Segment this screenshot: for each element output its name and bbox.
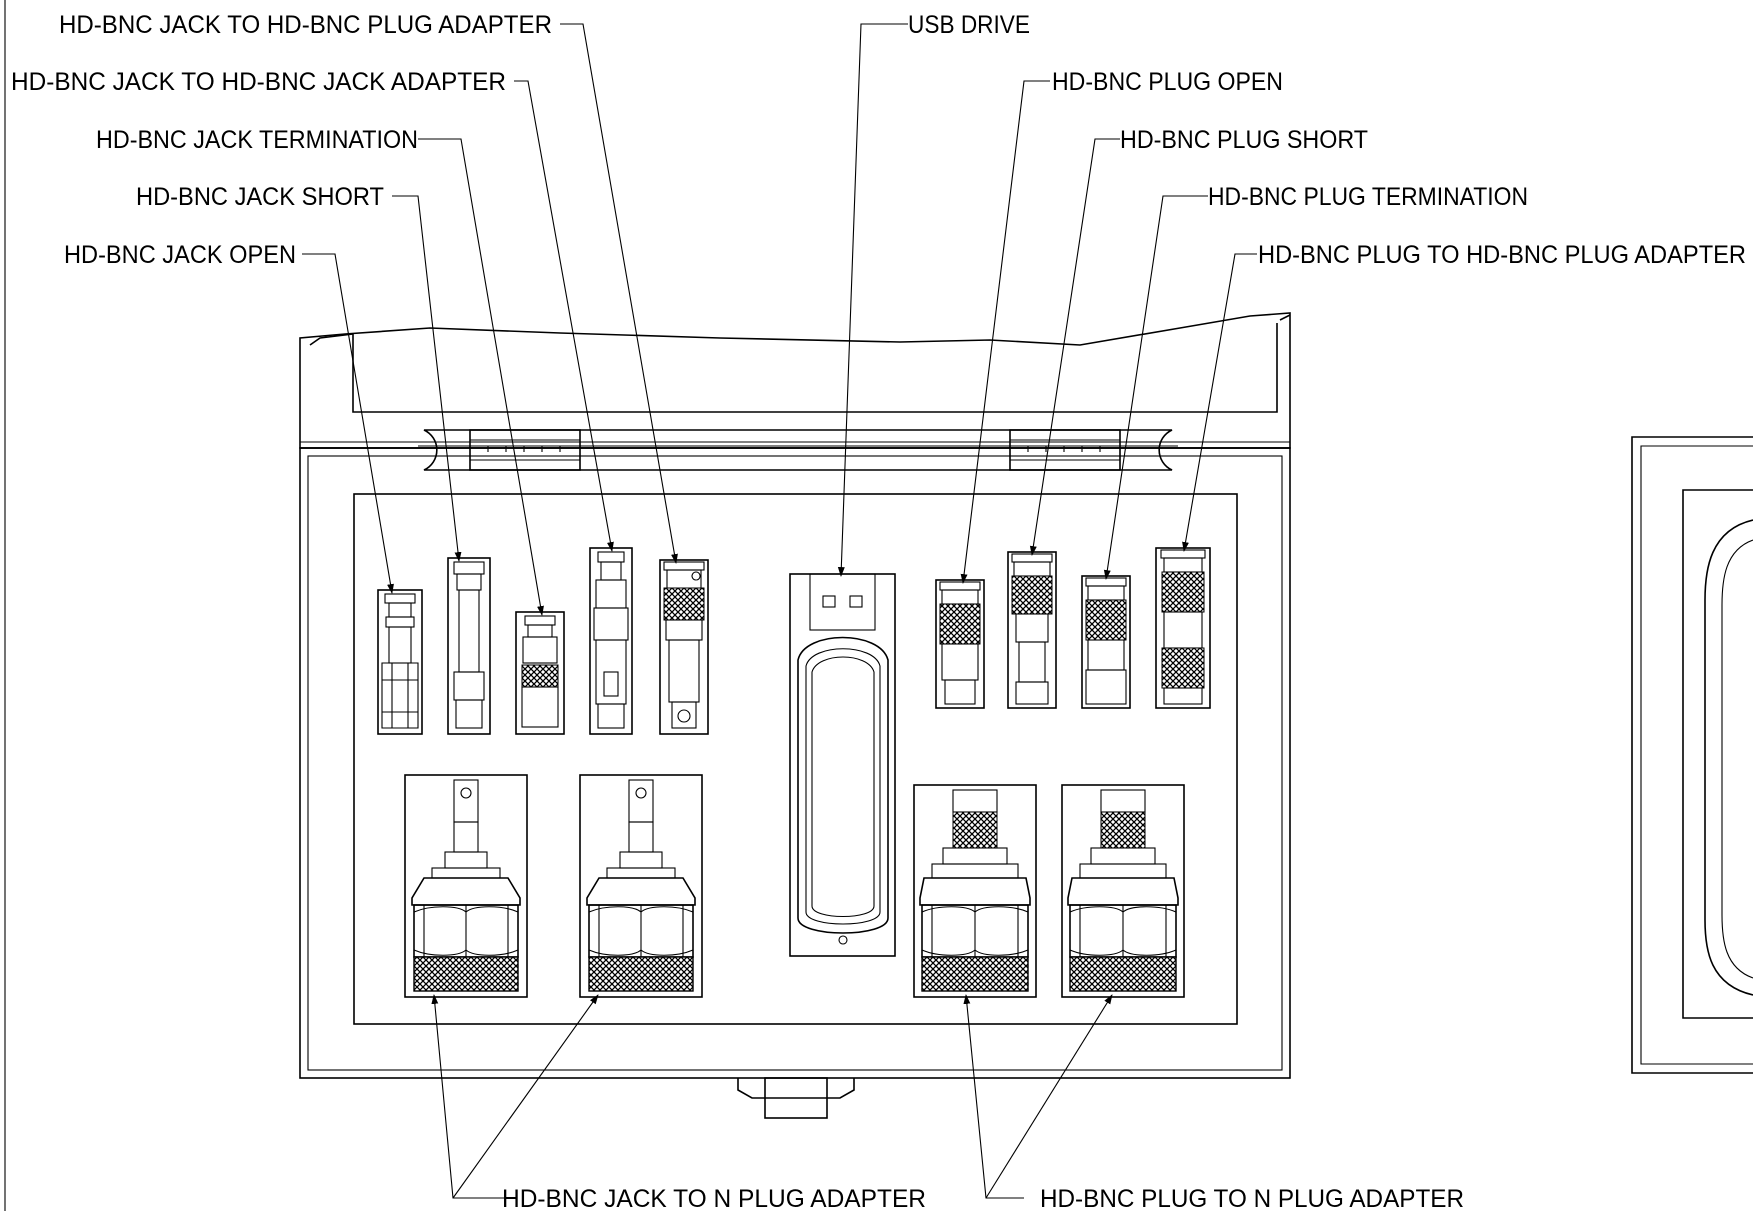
label-jack-short: HD-BNC JACK SHORT [136,183,384,211]
callout-labels: HD-BNC JACK TO HD-BNC PLUG ADAPTER HD-BN… [11,11,1746,1211]
plug-open-connector [935,579,985,709]
usb-drive-device [789,573,896,957]
label-plug-to-n-plug-adapter: HD-BNC PLUG TO N PLUG ADAPTER [1040,1185,1464,1211]
label-jack-to-jack-adapter: HD-BNC JACK TO HD-BNC JACK ADAPTER [11,68,506,96]
jack-termination-connector [515,611,565,735]
plug-to-n-adapter-2 [1061,784,1185,998]
label-plug-open: HD-BNC PLUG OPEN [1052,68,1283,96]
jack-open-connector [377,589,423,735]
plug-short-connector [1007,551,1057,709]
hinge-right [1009,429,1121,471]
case-handle [423,429,1173,471]
jack-short-connector [447,557,491,735]
jack-to-n-adapter-1 [404,774,528,998]
plug-termination-connector [1081,575,1131,709]
jack-to-jack-adapter-connector [589,547,633,735]
plug-to-plug-adapter-connector [1155,547,1211,709]
label-plug-termination: HD-BNC PLUG TERMINATION [1208,183,1528,211]
case-latch [737,1077,855,1119]
label-jack-termination: HD-BNC JACK TERMINATION [96,126,418,154]
plug-to-n-adapter-1 [913,784,1037,998]
label-plug-to-plug-adapter: HD-BNC PLUG TO HD-BNC PLUG ADAPTER [1258,241,1746,269]
label-jack-to-plug-adapter: HD-BNC JACK TO HD-BNC PLUG ADAPTER [59,11,552,39]
label-jack-to-n-plug-adapter: HD-BNC JACK TO N PLUG ADAPTER [502,1185,926,1211]
carrying-case [299,312,1291,1119]
hinge-left [469,429,581,471]
case-side-view [1631,436,1753,1074]
jack-to-plug-adapter-connector [659,559,709,735]
case-lid [299,312,1291,449]
label-jack-open: HD-BNC JACK OPEN [64,241,296,269]
label-usb-drive: USB DRIVE [908,11,1030,39]
leader-lines [302,23,1257,1199]
foam-insert [353,493,1238,1025]
label-plug-short: HD-BNC PLUG SHORT [1120,126,1368,154]
jack-to-n-adapter-2 [579,774,703,998]
